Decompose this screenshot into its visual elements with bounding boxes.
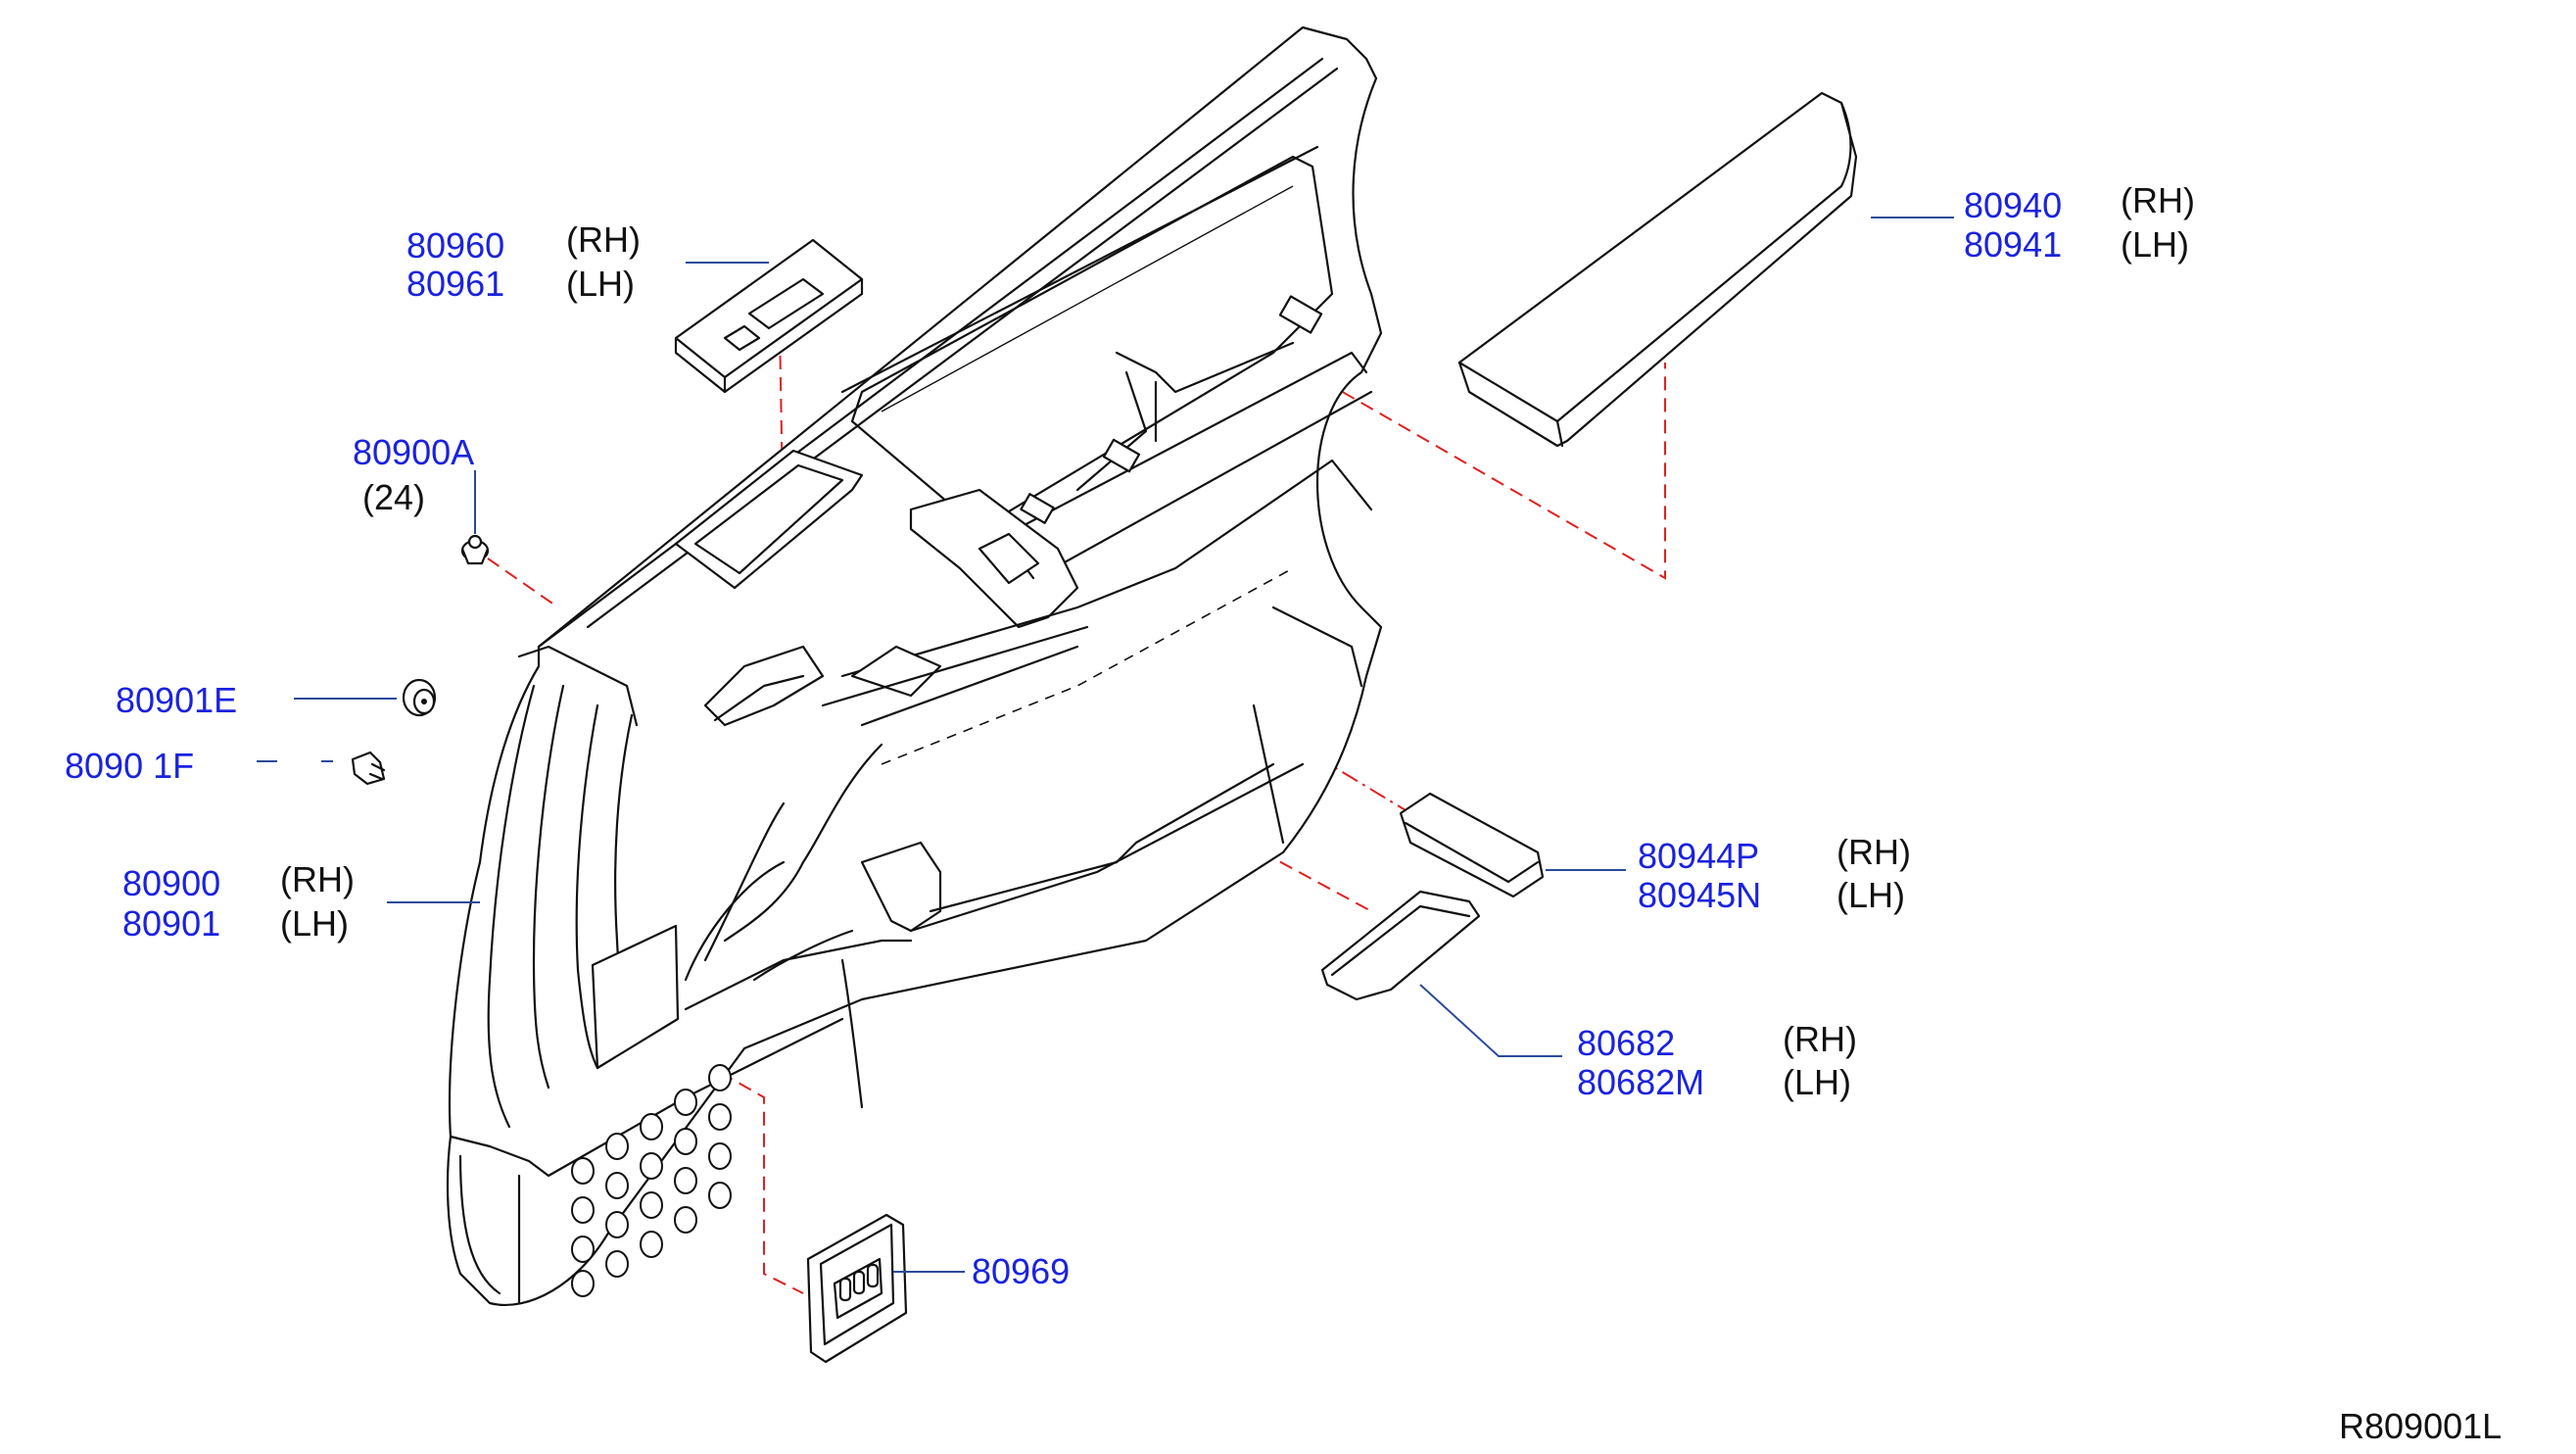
- callout-80944p: 80944P: [1638, 836, 1759, 876]
- callout-80901: 80901: [122, 903, 220, 944]
- callout-80940-side: (RH): [2121, 180, 2195, 220]
- callout-80900a: 80900A: [353, 432, 474, 472]
- armrest-upper-part: [1457, 91, 1858, 448]
- callout-80961-side: (LH): [566, 264, 635, 304]
- door-trim-panel: [446, 25, 1383, 1306]
- callout-80901-side: (LH): [280, 903, 349, 944]
- pull-handle-part: [1399, 792, 1545, 898]
- callout-80901f: 8090 1F: [65, 746, 194, 786]
- callout-80945n-side: (LH): [1837, 875, 1905, 915]
- callout-80682m-side: (LH): [1783, 1062, 1851, 1102]
- speaker-perforations: [571, 1064, 732, 1297]
- callout-80900-side: (RH): [280, 859, 355, 899]
- callout-80960-side: (RH): [566, 219, 641, 260]
- callout-80900a-qty: (24): [362, 477, 425, 517]
- callout-80941: 80941: [1964, 224, 2062, 265]
- callout-80969: 80969: [972, 1251, 1070, 1291]
- callout-80900: 80900: [122, 863, 220, 903]
- callout-80682-side: (RH): [1783, 1019, 1857, 1059]
- diagram-reference-code: R809001L: [2339, 1406, 2502, 1446]
- leader-lines: [257, 217, 1954, 1273]
- switch-finisher-rear-part: [806, 1213, 908, 1364]
- callout-80944p-side: (RH): [1837, 832, 1911, 872]
- callout-80941-side: (LH): [2121, 224, 2189, 265]
- grip-pad-part: [1320, 890, 1481, 1001]
- clip-f-part: [351, 751, 386, 786]
- callout-80682m: 80682M: [1577, 1062, 1704, 1102]
- callout-80961: 80961: [406, 264, 504, 304]
- clip-a-part: [460, 534, 490, 565]
- callout-80901e: 80901E: [116, 680, 237, 720]
- callout-80960: 80960: [406, 225, 504, 266]
- callout-80940: 80940: [1964, 185, 2062, 225]
- switch-finisher-front-part: [674, 238, 864, 394]
- clip-e-part: [402, 678, 437, 717]
- callout-80945n: 80945N: [1638, 875, 1761, 915]
- callout-80682: 80682: [1577, 1023, 1675, 1063]
